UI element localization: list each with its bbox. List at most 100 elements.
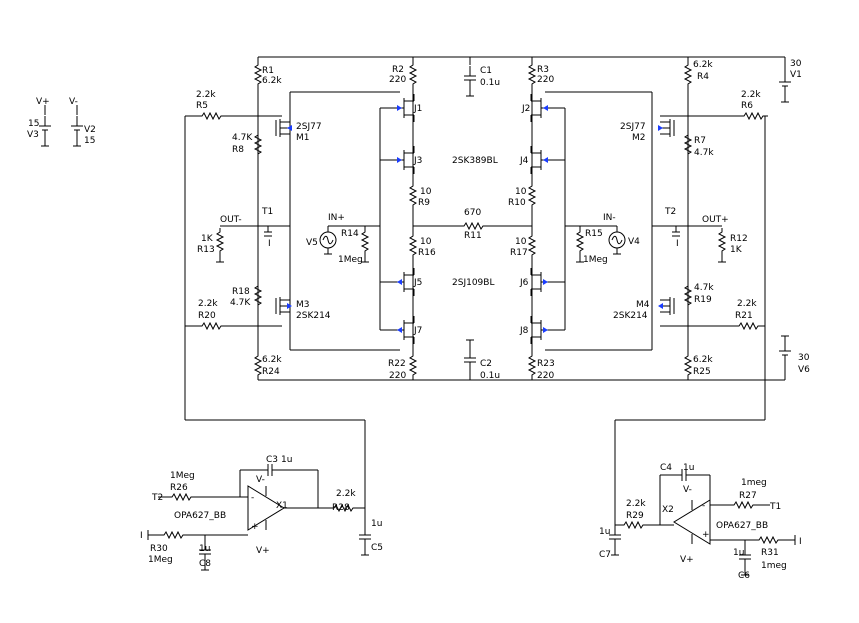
label-C7-value: 1u xyxy=(599,527,610,537)
label-M1-part: 2SJ77 xyxy=(296,122,322,132)
jfet-J2 xyxy=(530,93,552,123)
label-R1-value: 6.2k xyxy=(262,76,282,86)
resistor-R23 xyxy=(528,351,536,381)
resistor-R29 xyxy=(619,521,649,529)
label-R31-value: 1meg xyxy=(761,561,787,571)
label-R19-ref: R19 xyxy=(694,295,712,305)
resistor-R9 xyxy=(409,181,417,211)
label-R25-value: 6.2k xyxy=(693,355,713,365)
label-V1-value: 30 xyxy=(790,59,802,69)
label-R29-value: 2.2k xyxy=(626,499,646,509)
label-R26-ref: R26 xyxy=(170,483,188,493)
label-V3-ref: V3 xyxy=(27,130,39,140)
label-C4-value: 1u xyxy=(683,463,694,473)
label-X1-vplus: V+ xyxy=(256,546,270,556)
label-R12-value: 1K xyxy=(730,245,743,255)
label-R29-ref: R29 xyxy=(626,511,644,521)
label-T1-x2: T1 xyxy=(769,502,781,512)
resistor-R5 xyxy=(197,112,227,120)
label-probe-T1: I xyxy=(268,239,271,249)
battery-V6 xyxy=(778,335,792,366)
label-R17-ref: R17 xyxy=(510,248,528,258)
battery-V2 xyxy=(70,105,84,147)
label-R11-ref: R11 xyxy=(464,231,482,241)
label-C8-ref: C8 xyxy=(199,559,211,569)
resistor-R12 xyxy=(717,227,727,263)
label-R28-value: 2.2k xyxy=(336,489,356,499)
label-R5-ref: R5 xyxy=(196,101,208,111)
label-R13-value: 1K xyxy=(201,234,214,244)
label-X1-ref: X1 xyxy=(276,501,288,511)
jfet-J4 xyxy=(530,145,552,175)
resistor-R26 xyxy=(167,493,197,501)
label-C1-ref: C1 xyxy=(480,66,492,76)
svg-text:-: - xyxy=(251,493,254,503)
capacitor-T1-node xyxy=(264,226,272,237)
label-R17-value: 10 xyxy=(515,237,527,247)
label-C7-ref: C7 xyxy=(599,550,611,560)
label-X1-part: OPA627_BB xyxy=(174,511,226,521)
mosfet-M4 xyxy=(658,296,675,316)
mosfet-M1 xyxy=(275,118,292,138)
label-R18-value: 4.7K xyxy=(230,298,251,308)
resistor-R11 xyxy=(459,222,489,230)
label-R6-value: 2.2k xyxy=(741,90,761,100)
label-V2-ref: V2 xyxy=(84,125,96,135)
mosfet-M3 xyxy=(275,296,292,316)
label-R24-ref: R24 xyxy=(262,367,280,377)
label-M3-ref: M3 xyxy=(296,300,310,310)
resistor-R27 xyxy=(729,501,759,509)
label-R9-value: 10 xyxy=(420,187,432,197)
label-jfet-top-group: 2SK389BL xyxy=(452,156,498,166)
label-M3-part: 2SK214 xyxy=(296,311,331,321)
resistor-R19 xyxy=(684,281,692,311)
label-R9-ref: R9 xyxy=(418,198,430,208)
resistor-R8 xyxy=(254,130,262,160)
label-R3-ref: R3 xyxy=(537,65,549,75)
capacitor-C2 xyxy=(463,339,477,373)
label-R7-value: 4.7k xyxy=(694,148,714,158)
label-R8-value: 4.7K xyxy=(232,133,253,143)
label-V3-value: 15 xyxy=(28,119,39,129)
jfet-J1 xyxy=(393,93,415,123)
label-R27-ref: R27 xyxy=(739,491,757,501)
jfet-J7 xyxy=(393,315,415,345)
label-R8-ref: R8 xyxy=(232,145,244,155)
label-J3-ref: J3 xyxy=(413,156,422,166)
label-R7-ref: R7 xyxy=(694,136,706,146)
resistor-R25 xyxy=(684,351,692,381)
label-V6-ref: V6 xyxy=(798,365,810,375)
label-R21-value: 2.2k xyxy=(737,299,757,309)
resistor-R31 xyxy=(754,536,784,544)
svg-text:+: + xyxy=(702,530,710,540)
resistor-R24 xyxy=(254,351,262,381)
label-R24-value: 6.2k xyxy=(262,355,282,365)
label-R20-ref: R20 xyxy=(198,311,216,321)
label-jfet-bottom-group: 2SJ109BL xyxy=(452,278,494,288)
label-V1-ref: V1 xyxy=(790,70,802,80)
label-C5-value: 1u xyxy=(371,519,382,529)
label-R12-ref: R12 xyxy=(730,234,748,244)
jfet-J3 xyxy=(393,145,415,175)
label-T2-x1: T2 xyxy=(151,493,163,503)
label-R25-ref: R25 xyxy=(693,367,711,377)
label-C6-value: 1u xyxy=(733,548,744,558)
resistor-R3 xyxy=(528,60,536,90)
label-R21-ref: R21 xyxy=(735,311,753,321)
label-J6-ref: J6 xyxy=(519,278,529,288)
resistor-R21 xyxy=(734,322,764,330)
label-R13-ref: R13 xyxy=(197,245,215,255)
labels: R1 6.2k R2 220 R3 220 6.2k R4 C1 0.1u 30… xyxy=(27,59,810,581)
label-R20-value: 2.2k xyxy=(198,299,218,309)
label-probe-x2: I xyxy=(799,537,802,547)
label-out-plus: OUT+ xyxy=(702,215,729,225)
label-probe-x1: I xyxy=(140,531,143,541)
label-V4-ref: V4 xyxy=(628,237,640,247)
capacitor-C1 xyxy=(463,65,477,97)
jfet-J8 xyxy=(530,315,552,345)
label-J5-ref: J5 xyxy=(413,278,422,288)
label-in-plus: IN+ xyxy=(328,213,345,223)
label-V2-value: 15 xyxy=(84,136,95,146)
resistor-R4 xyxy=(684,60,692,90)
label-X2-vplus: V+ xyxy=(680,555,694,565)
